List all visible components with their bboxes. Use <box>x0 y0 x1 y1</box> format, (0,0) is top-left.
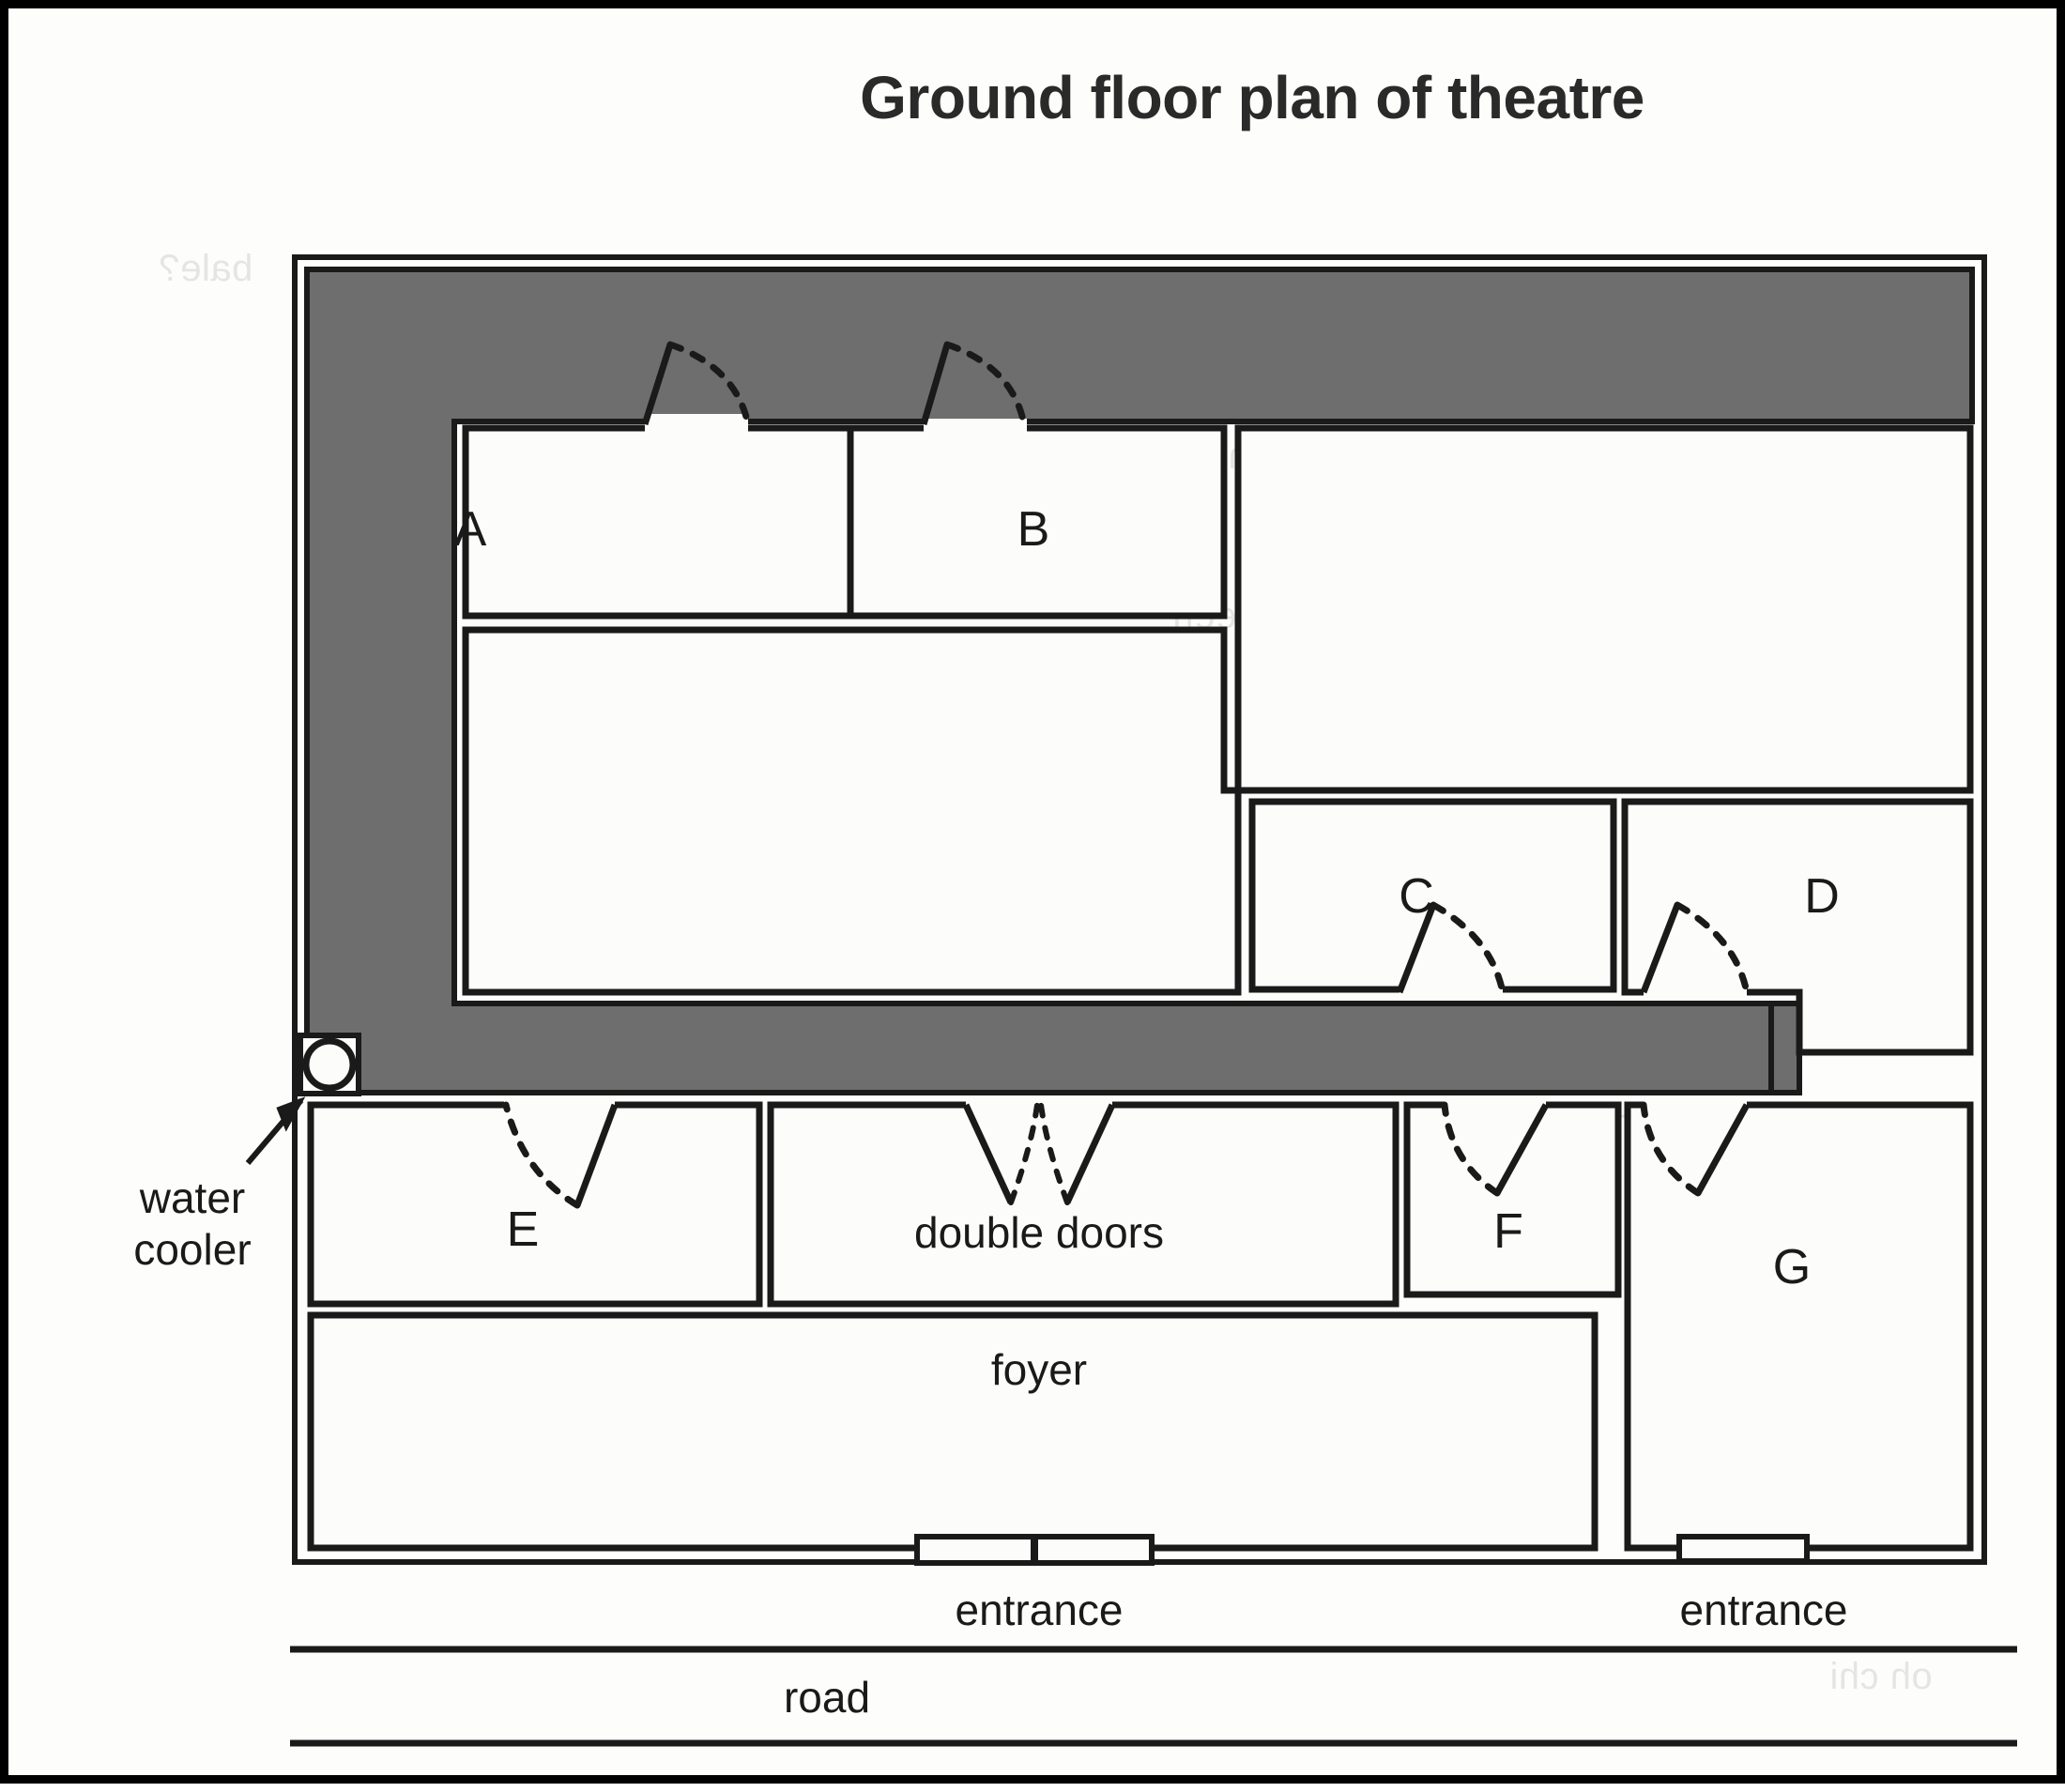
room-f-door-leaf <box>1493 1103 1550 1195</box>
auditorium-upper-right[interactable] <box>1234 424 1974 794</box>
room-e-door-leaf <box>574 1103 619 1207</box>
room-c-door-leaf <box>1396 903 1437 994</box>
water-cooler-label-line1: water <box>139 1173 245 1222</box>
page-title: Ground floor plan of theatre <box>860 64 1644 131</box>
room-a-door-leaf <box>641 343 674 426</box>
water-cooler-label-line2: cooler <box>133 1225 251 1274</box>
room-e-gap-fill <box>504 1095 615 1110</box>
double-door-right-leaf <box>1063 1103 1116 1204</box>
side-entrance-label: entrance <box>1679 1585 1847 1634</box>
room-a-label: A <box>454 502 487 557</box>
room-a-gap-fill <box>645 419 748 434</box>
room-b-door-leaf <box>920 344 951 425</box>
room-e-label: E <box>507 1202 540 1257</box>
room-g-door-leaf <box>1694 1103 1751 1195</box>
corridor-shaded-area <box>304 267 1975 1095</box>
room-d-door-swing-arc <box>1674 901 1751 996</box>
double-doors-gap-fill <box>966 1095 1112 1110</box>
water-cooler-icon[interactable] <box>302 1037 357 1092</box>
room-b-door-swing-arc <box>943 341 1028 428</box>
room-c[interactable] <box>1248 798 1617 993</box>
floor-plan-diagram: A B C D E <box>133 254 2017 1747</box>
room-c-door-swing-arc <box>1430 901 1507 996</box>
double-door-right-arc <box>1038 1102 1070 1205</box>
corridor-end-stub <box>1768 1001 1802 1095</box>
room-b-label: B <box>1017 502 1050 557</box>
room-d-gap-fill <box>1644 983 1747 998</box>
room-f[interactable] <box>1403 1101 1622 1298</box>
room-c-gap-fill <box>1400 983 1503 998</box>
room-g[interactable] <box>1624 1101 1974 1552</box>
room-d-label: D <box>1804 869 1840 924</box>
double-door-left-arc <box>1008 1102 1040 1205</box>
auditorium-main-hall[interactable] <box>462 626 1242 996</box>
foyer-upper[interactable] <box>767 1101 1400 1308</box>
room-f-door-swing-arc <box>1441 1101 1501 1197</box>
road-label: road <box>784 1673 870 1722</box>
room-g-label: G <box>1773 1240 1811 1294</box>
room-f-label: F <box>1493 1204 1523 1259</box>
foyer-label: foyer <box>991 1345 1087 1394</box>
room-b[interactable] <box>847 424 1228 620</box>
room-f-gap-fill <box>1445 1095 1546 1110</box>
foyer-lower[interactable] <box>307 1311 1598 1552</box>
side-entrance-symbol[interactable] <box>1676 1534 1810 1564</box>
main-entrance-label: entrance <box>955 1585 1123 1634</box>
water-cooler-arrow-head <box>276 1096 306 1132</box>
room-b-gap-fill <box>924 419 1027 434</box>
room-g-gap-fill <box>1644 1095 1747 1110</box>
double-doors-label: double doors <box>914 1208 1164 1257</box>
room-e-door-swing-arc <box>502 1101 581 1209</box>
room-a-door-swing-arc <box>666 341 752 428</box>
room-a[interactable] <box>462 424 854 620</box>
room-c-label: C <box>1399 869 1434 924</box>
room-g-door-swing-arc <box>1640 1101 1702 1197</box>
room-e[interactable] <box>307 1101 763 1308</box>
room-d-door-leaf <box>1640 903 1681 994</box>
double-door-left-leaf <box>962 1103 1015 1204</box>
